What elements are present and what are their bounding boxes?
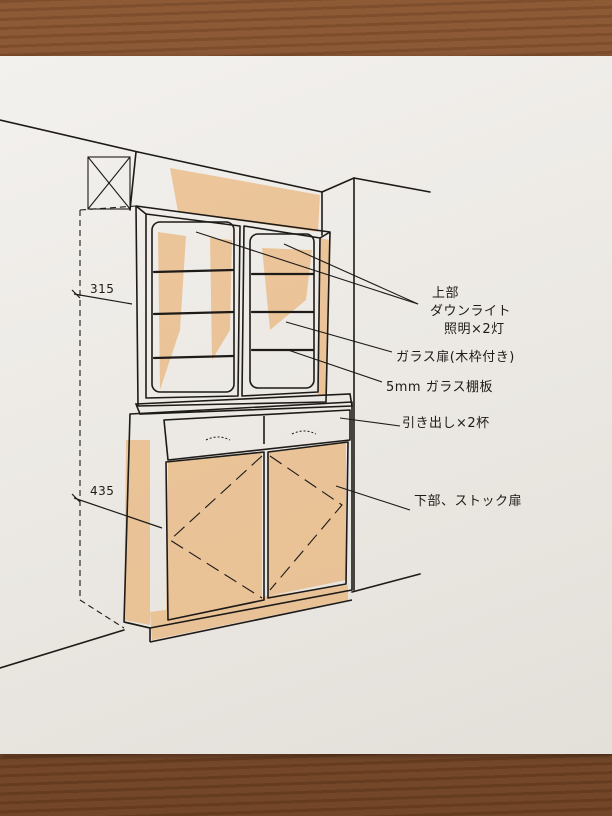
annotation-glass-shelf: 5mm ガラス棚板 — [386, 380, 493, 395]
drawer-handles — [205, 430, 317, 441]
upper-cabinet — [135, 205, 331, 407]
orange-shading — [124, 168, 348, 640]
dimension-lower: 435 — [90, 484, 115, 498]
annotation-drawer: 引き出し×2杯 — [402, 416, 490, 431]
dimension-ticks — [71, 289, 163, 529]
door-swing-lines — [169, 455, 343, 599]
glass-shelves — [152, 268, 315, 360]
leader-lines — [195, 231, 419, 511]
annotation-upper-line3: 照明×2灯 — [444, 322, 505, 337]
wall-lines — [0, 119, 431, 669]
annotation-upper-line2: ダウンライト — [430, 304, 512, 319]
annotation-lower-door: 下部、ストック扉 — [414, 494, 523, 509]
dimension-upper: 315 — [90, 282, 115, 296]
lower-cabinet — [123, 401, 353, 643]
annotation-upper-line1: 上部 — [432, 286, 460, 301]
annotation-glass-door: ガラス扉(木枠付き) — [396, 350, 515, 365]
dimension-lines — [79, 205, 137, 629]
ceiling-light-box — [87, 156, 131, 210]
